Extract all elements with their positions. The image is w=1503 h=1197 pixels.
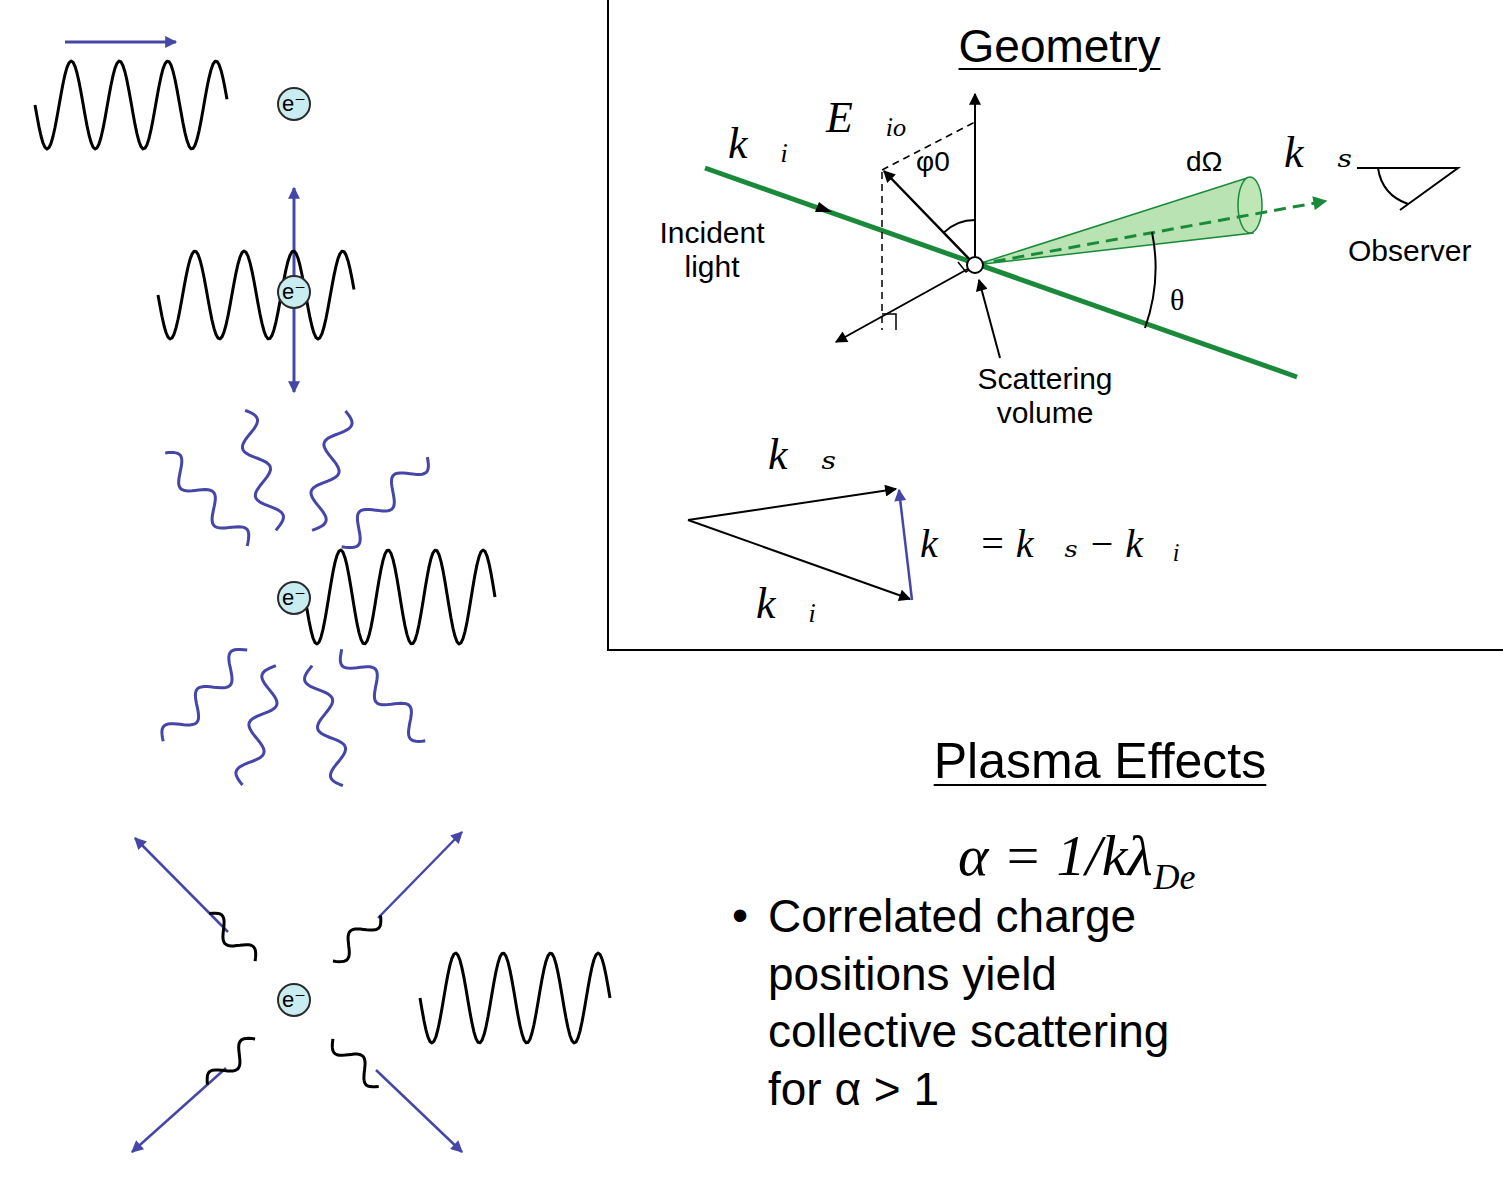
scattered-wave (311, 411, 352, 530)
angle-label: θ (1170, 283, 1184, 317)
formula-subscript: De (1154, 856, 1196, 898)
angle-label: φ0 (916, 146, 950, 178)
projection-line (881, 172, 883, 330)
electron-circle: e⁻ (277, 87, 311, 121)
right-angle-mark (882, 314, 896, 330)
axis (974, 94, 976, 265)
electron-label: e⁻ (282, 93, 306, 115)
electron-label: e⁻ (282, 281, 306, 303)
incident-beam (705, 168, 1297, 377)
electron-circle: e⁻ (277, 983, 311, 1017)
formula: α = 1/kλ (958, 822, 1153, 889)
scattered-wave (305, 666, 346, 786)
electron-circle: e⁻ (277, 275, 311, 309)
theta-arc (1145, 232, 1156, 328)
scattered-wave (340, 649, 425, 741)
cone-end (1238, 177, 1262, 233)
wave-group (35, 61, 610, 1087)
scattered-wave (162, 649, 247, 741)
vector-equation: k⃗ = k⃗ₛ − k⃗ᵢ (920, 520, 1180, 567)
field-vector (884, 171, 975, 265)
observer-eye (1378, 168, 1408, 204)
scattering-point (967, 257, 983, 273)
bullet-text: Correlated charge positions yield collec… (768, 888, 1208, 1118)
radiation-arrow (135, 838, 228, 932)
scattered-wave (236, 666, 277, 785)
solid-angle-label: dΩ (1186, 146, 1223, 178)
incident-wave (305, 550, 495, 644)
incident-wave (158, 251, 354, 339)
vector-symbol: k⃗ᵢ (756, 578, 817, 629)
electron-label: e⁻ (282, 587, 306, 609)
scattered-wave (342, 457, 429, 547)
solid-angle-cone (975, 178, 1253, 265)
radiation-arrow (378, 832, 462, 918)
electron-label: e⁻ (282, 989, 306, 1011)
scattered-wave (207, 1038, 255, 1084)
scattered-ray (975, 201, 1326, 265)
volume-label: Scattering volume (945, 362, 1145, 430)
scattered-wave (165, 453, 249, 547)
scattered-wave (243, 410, 284, 530)
leader-line (979, 280, 1000, 358)
axis (836, 265, 975, 342)
scattered-wave (209, 913, 255, 961)
bullet: • (732, 888, 748, 942)
motion-arrow (65, 41, 176, 44)
beam-label: Incident light (632, 216, 792, 284)
observer-eye (1357, 168, 1458, 210)
vector-k (899, 490, 912, 600)
radiation-arrow (376, 1070, 462, 1152)
vector-symbol: k⃗ₛ (1284, 126, 1353, 178)
beam-arrowhead (815, 202, 832, 212)
vector-symbol: k⃗ₛ (768, 428, 837, 480)
observer-label: Observer (1348, 234, 1471, 268)
electron-circle: e⁻ (277, 581, 311, 615)
radiation-arrow (132, 1068, 226, 1152)
incident-wave (420, 953, 610, 1043)
incident-wave (35, 61, 227, 149)
scattered-wave (333, 915, 381, 961)
panel-heading: Geometry (959, 19, 1161, 73)
angle-arc (944, 220, 975, 233)
section-heading: Plasma Effects (934, 732, 1267, 790)
vector-symbol: E⃗ᵢₒ (826, 92, 907, 143)
vector-symbol: k⃗ᵢ (728, 118, 789, 169)
heading-row: Geometry (609, 19, 1503, 73)
vector-ks (688, 489, 896, 520)
scattered-wave (332, 1039, 378, 1087)
